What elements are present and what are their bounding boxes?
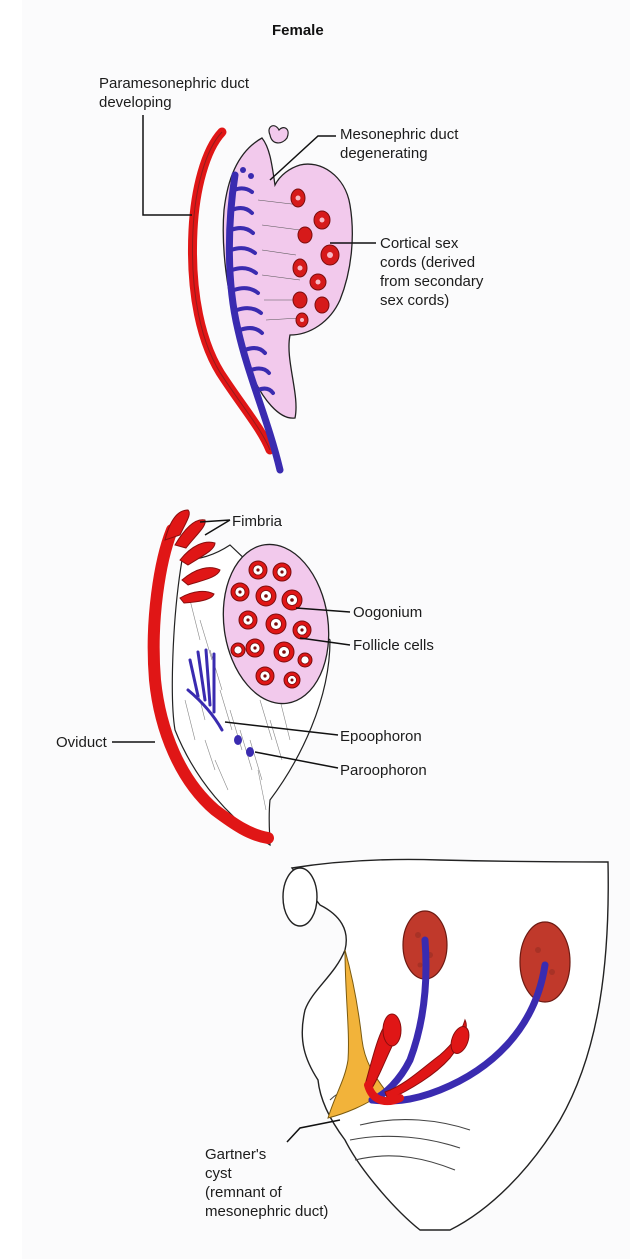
rectum-opening [283, 868, 317, 926]
top-panel-developing-gonad [143, 115, 376, 470]
leader-gartner [287, 1120, 340, 1142]
gonad-body [223, 138, 352, 418]
label-fimbria: Fimbria [232, 512, 282, 531]
gonad-bud [269, 126, 288, 143]
label-gartners-cyst: Gartner's cyst (remnant of mesonephric d… [205, 1145, 328, 1221]
tubule-remnant [240, 167, 246, 173]
label-cortical-sex-cords: Cortical sex cords (derived from seconda… [380, 234, 483, 310]
label-paroophoron: Paroophoron [340, 761, 427, 780]
label-follicle-cells: Follicle cells [353, 636, 434, 655]
leader-paramesonephric [143, 115, 192, 215]
label-oviduct: Oviduct [56, 733, 107, 752]
middle-panel-ovary [112, 510, 350, 845]
label-epoophoron: Epoophoron [340, 727, 422, 746]
leader-fimbria [200, 520, 230, 535]
bottom-panel-pelvis [283, 859, 608, 1230]
tubule-remnant [248, 173, 254, 179]
label-mesonephric-duct: Mesonephric duct degenerating [340, 125, 458, 163]
label-paramesonephric-duct: Paramesonephric duct developing [99, 74, 249, 112]
label-oogonium: Oogonium [353, 603, 422, 622]
